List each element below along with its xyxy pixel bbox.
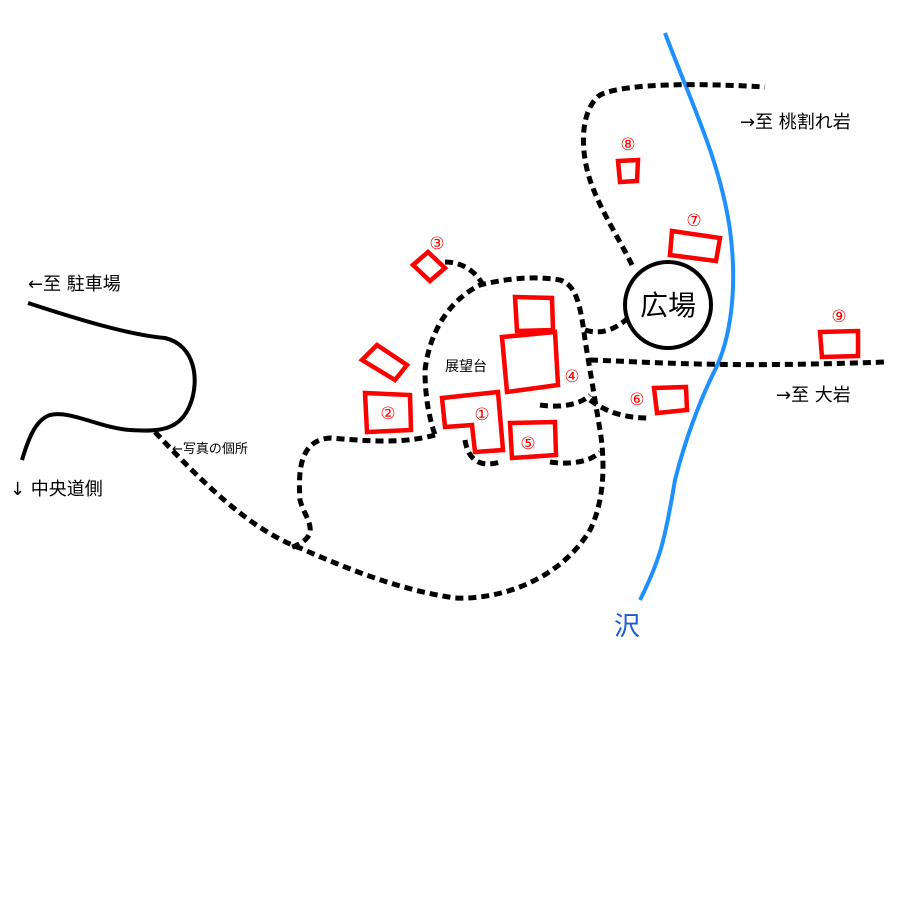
marker-2: ②	[380, 404, 395, 424]
marker-1: ①	[474, 405, 489, 425]
building-1	[439, 389, 506, 455]
trail-to-plaza	[584, 316, 630, 335]
building-4	[499, 329, 561, 395]
label-observatory: 展望台	[445, 359, 487, 375]
marker-5: ⑤	[520, 434, 535, 454]
plaza-circle	[623, 260, 713, 350]
label-photo-spot: ←写真の個所	[172, 442, 248, 457]
marker-9: ⑨	[831, 307, 846, 327]
stream	[638, 32, 736, 601]
label-chuo: ↓ 中央道側	[10, 479, 103, 500]
plaza-label: 広場	[640, 289, 696, 322]
marker-7: ⑦	[686, 211, 701, 231]
trail-spur-5	[549, 450, 602, 466]
building-5	[507, 419, 559, 461]
building-3	[409, 248, 449, 285]
trail-to-3	[444, 259, 488, 291]
label-oiwa: →至 大岩	[776, 385, 851, 406]
building-2	[362, 390, 414, 435]
trail-east	[589, 357, 886, 368]
building-7	[667, 228, 723, 264]
building-unlabeled-west	[358, 342, 411, 383]
label-stream: 沢	[614, 612, 640, 642]
building-6	[651, 384, 690, 416]
label-momowari: →至 桃割れ岩	[740, 112, 851, 133]
marker-6: ⑥	[629, 390, 644, 410]
label-parking: ←至 駐車場	[28, 274, 121, 295]
road	[20, 301, 197, 461]
trail-spur-4	[539, 393, 592, 409]
building-9	[817, 328, 861, 360]
trail-west	[289, 432, 436, 551]
marker-4: ④	[564, 367, 579, 387]
trail-north	[580, 82, 766, 267]
trail-spur-1	[462, 439, 501, 467]
marker-8: ⑧	[620, 135, 635, 155]
trail-spur-6	[588, 397, 651, 421]
building-8	[615, 157, 641, 185]
marker-3: ③	[429, 234, 444, 254]
